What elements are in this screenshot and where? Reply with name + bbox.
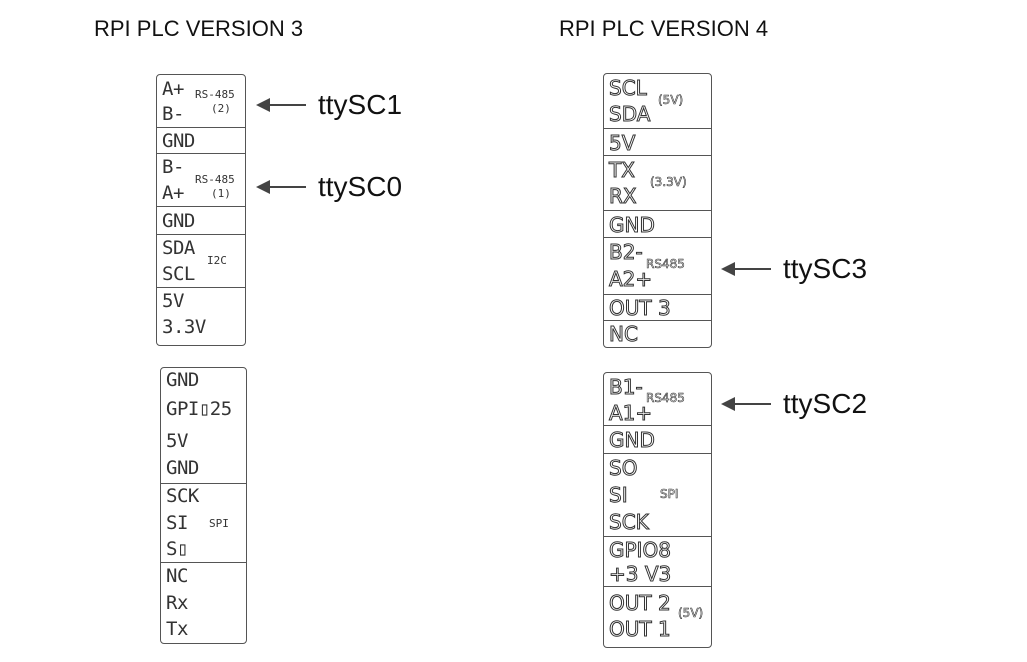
v3-top-connector: A+ B- RS-485 (2) GND B- A+ RS-485 (1) GN… bbox=[156, 74, 246, 346]
v3-i2c-label: I2C bbox=[207, 254, 227, 267]
v4-nc: NC bbox=[604, 321, 711, 347]
v4-rs485-2-a: A2+ bbox=[608, 267, 653, 291]
v3-i2c-sda: SDA bbox=[162, 237, 195, 259]
callout-ttysc1-label: ttySC1 bbox=[318, 89, 403, 120]
v4-uart-rx: RX bbox=[609, 184, 638, 208]
v3-gnd-1-label: GND bbox=[162, 130, 195, 152]
v4-gpio-group: GPIO8 +3 V3 bbox=[604, 537, 711, 587]
v4-3v3: +3 V3 bbox=[608, 562, 672, 586]
v3-misc-5v: 5V bbox=[166, 430, 188, 452]
v3-misc-gnd-2: GND bbox=[166, 457, 199, 479]
v4-i2c-scl: SCL bbox=[609, 76, 648, 100]
v3-misc-gnd-1: GND bbox=[166, 369, 199, 391]
v4-rs485-1-label: RS485 bbox=[646, 391, 685, 405]
v4-spi-si: SI bbox=[609, 483, 629, 507]
v3-power-3v3: 3.3V bbox=[162, 316, 206, 338]
v3-i2c-scl: SCL bbox=[162, 263, 195, 285]
v4-rs485-1-b: B1- bbox=[609, 375, 644, 399]
v4-rs485-1-a: A1+ bbox=[608, 401, 653, 425]
v4-out3: OUT 3 bbox=[604, 295, 711, 321]
v3-uart-group: NC Rx Tx bbox=[161, 563, 246, 643]
v4-gnd-2-label: GND bbox=[609, 428, 656, 452]
title-version-4: RPI PLC VERSION 4 bbox=[559, 16, 769, 41]
v3-rs485-2-b: B- bbox=[162, 103, 184, 125]
v3-misc-gpio25: GPI▯25 bbox=[166, 398, 232, 420]
callout-ttysc2-label: ttySC2 bbox=[783, 388, 868, 419]
v4-i2c-sda: SDA bbox=[608, 102, 651, 126]
v3-bottom-connector: GND GPI▯25 5V GND SCK SI S▯ SPI NC Rx Tx bbox=[160, 367, 247, 644]
v4-uart-voltage: (3.3V) bbox=[650, 175, 687, 189]
v3-spi-sck: SCK bbox=[166, 485, 199, 507]
callout-ttysc3-label: ttySC3 bbox=[783, 253, 868, 284]
v3-rs485-1-label: RS-485 bbox=[195, 173, 235, 186]
v4-outs-group: OUT 2 OUT 1 (5V) bbox=[604, 587, 711, 647]
v3-gnd-2-label: GND bbox=[162, 210, 195, 232]
v3-rs485-1-index: (1) bbox=[211, 187, 231, 200]
v4-gnd-1: GND bbox=[604, 211, 711, 238]
v3-uart-nc: NC bbox=[166, 565, 188, 587]
v3-rs485-2-index: (2) bbox=[211, 102, 231, 115]
v3-i2c-group: SDA SCL I2C bbox=[157, 235, 245, 288]
v3-uart-rx: Rx bbox=[166, 592, 188, 614]
arrow-left-icon bbox=[721, 262, 771, 276]
v3-spi-so: S▯ bbox=[166, 538, 188, 560]
v4-gnd-2: GND bbox=[604, 426, 711, 454]
v4-rs485-2-b: B2- bbox=[609, 240, 644, 264]
title-version-3: RPI PLC VERSION 3 bbox=[94, 16, 304, 41]
v4-nc-label: NC bbox=[609, 322, 639, 346]
v3-gnd-1: GND bbox=[157, 128, 245, 154]
v4-uart-group: TX RX (3.3V) bbox=[604, 156, 711, 211]
v3-spi-label: SPI bbox=[209, 517, 229, 530]
v4-out1: OUT 1 bbox=[609, 617, 672, 641]
v4-i2c-group: SCL SDA (5V) bbox=[604, 74, 711, 129]
v3-rs485-2-a: A+ bbox=[162, 78, 184, 100]
callout-ttysc0-label: ttySC0 bbox=[318, 171, 403, 202]
v3-spi-si: SI bbox=[166, 512, 188, 534]
v4-out2: OUT 2 bbox=[609, 591, 672, 615]
v3-rs485-1-b: B- bbox=[162, 156, 184, 178]
v4-i2c-voltage: (5V) bbox=[658, 93, 684, 107]
v4-spi-sck: SCK bbox=[609, 510, 650, 534]
v4-bottom-connector: B1- A1+ RS485 GND SO SI SCK SPI GPIO8 +3… bbox=[603, 372, 712, 648]
v3-rs485-1-group: B- A+ RS-485 (1) bbox=[157, 154, 245, 207]
v4-rs485-2-group: B2- A2+ RS485 bbox=[604, 238, 711, 295]
v3-uart-tx: Tx bbox=[166, 618, 188, 640]
v4-spi-so: SO bbox=[608, 456, 638, 480]
v3-rs485-2-group: A+ B- RS-485 (2) bbox=[157, 75, 245, 128]
v4-5v: 5V bbox=[604, 129, 711, 156]
v3-power-group: 5V 3.3V bbox=[157, 288, 245, 345]
v4-outs-voltage: (5V) bbox=[678, 606, 704, 620]
v3-misc-group: GND GPI▯25 5V GND bbox=[161, 368, 246, 484]
v3-rs485-2-label: RS-485 bbox=[195, 88, 235, 101]
arrow-left-icon bbox=[256, 98, 306, 112]
v4-spi-group: SO SI SCK SPI bbox=[604, 454, 711, 537]
v4-gnd-1-label: GND bbox=[609, 213, 656, 237]
arrow-left-icon bbox=[256, 180, 306, 194]
v4-spi-label: SPI bbox=[660, 487, 679, 501]
v3-gnd-2: GND bbox=[157, 207, 245, 235]
v4-rs485-1-group: B1- A1+ RS485 bbox=[604, 373, 711, 426]
v4-gpio8: GPIO8 bbox=[609, 538, 672, 562]
arrow-left-icon bbox=[721, 397, 771, 411]
v4-uart-tx: TX bbox=[609, 158, 636, 182]
v4-top-connector: SCL SDA (5V) 5V TX RX (3.3V) GND B2- A2+… bbox=[603, 73, 712, 348]
v4-out3-label: OUT 3 bbox=[609, 296, 672, 320]
v3-power-5v: 5V bbox=[162, 290, 184, 312]
v3-rs485-1-a: A+ bbox=[162, 182, 184, 204]
v4-5v-label: 5V bbox=[608, 131, 636, 155]
v4-rs485-2-label: RS485 bbox=[646, 257, 685, 271]
v3-spi-group: SCK SI S▯ SPI bbox=[161, 484, 246, 563]
